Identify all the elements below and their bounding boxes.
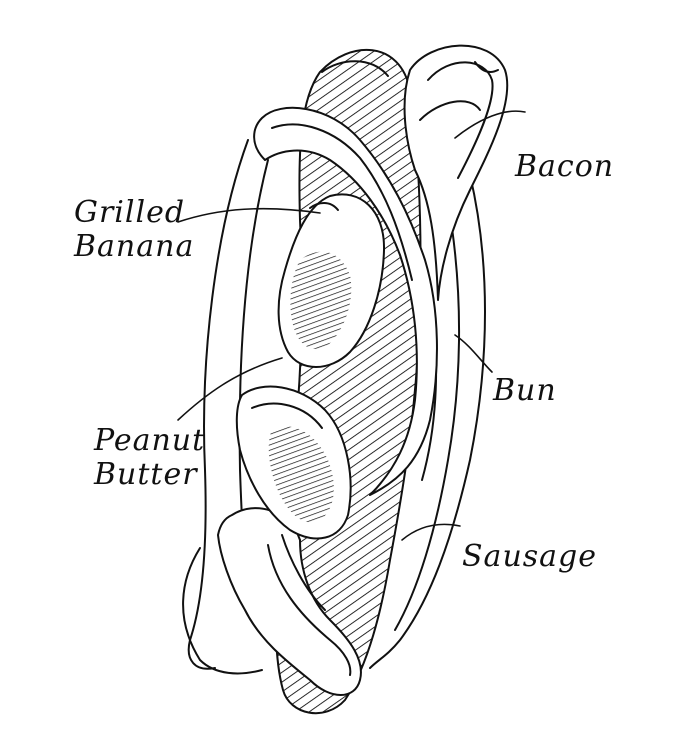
grilled-banana: [235, 193, 386, 540]
bun-right-outer: [369, 174, 486, 669]
bacon: [217, 44, 509, 696]
bacon-ripple: [474, 61, 499, 73]
bun-bottom-left: [182, 547, 263, 675]
banana-lower-hatch: [268, 426, 334, 523]
label-bacon: Bacon: [515, 149, 615, 184]
bun-right-inner: [394, 227, 461, 631]
bun-left-outer: [187, 139, 249, 670]
label-peanut-butter: Peanut Butter: [94, 423, 206, 492]
banana-upper-hatch: [290, 251, 352, 349]
bacon-wrap-bottom: [217, 507, 362, 696]
label-sausage: Sausage: [462, 539, 597, 574]
leader-banana: [177, 207, 321, 223]
leader-bun: [454, 334, 493, 373]
sausage-tip: [321, 60, 389, 77]
leader-lines: [177, 110, 526, 541]
bacon-wrap-inner-line: [271, 123, 413, 281]
banana-lower-rim: [251, 402, 323, 429]
leader-bacon: [454, 110, 526, 139]
label-grilled-banana: Grilled Banana: [74, 195, 195, 264]
bacon-fold-line: [427, 61, 494, 179]
label-bun: Bun: [493, 373, 557, 408]
bacon-wrap-bottom-edge: [281, 534, 326, 611]
bacon-wrap-top: [253, 106, 438, 496]
banana-upper-tip: [309, 202, 339, 211]
bacon-wrap-bottom-inner: [267, 544, 352, 676]
leader-peanut: [177, 357, 283, 421]
bacon-stripe: [419, 100, 481, 121]
leader-sausage: [401, 523, 461, 541]
bacon-outer: [403, 44, 509, 301]
